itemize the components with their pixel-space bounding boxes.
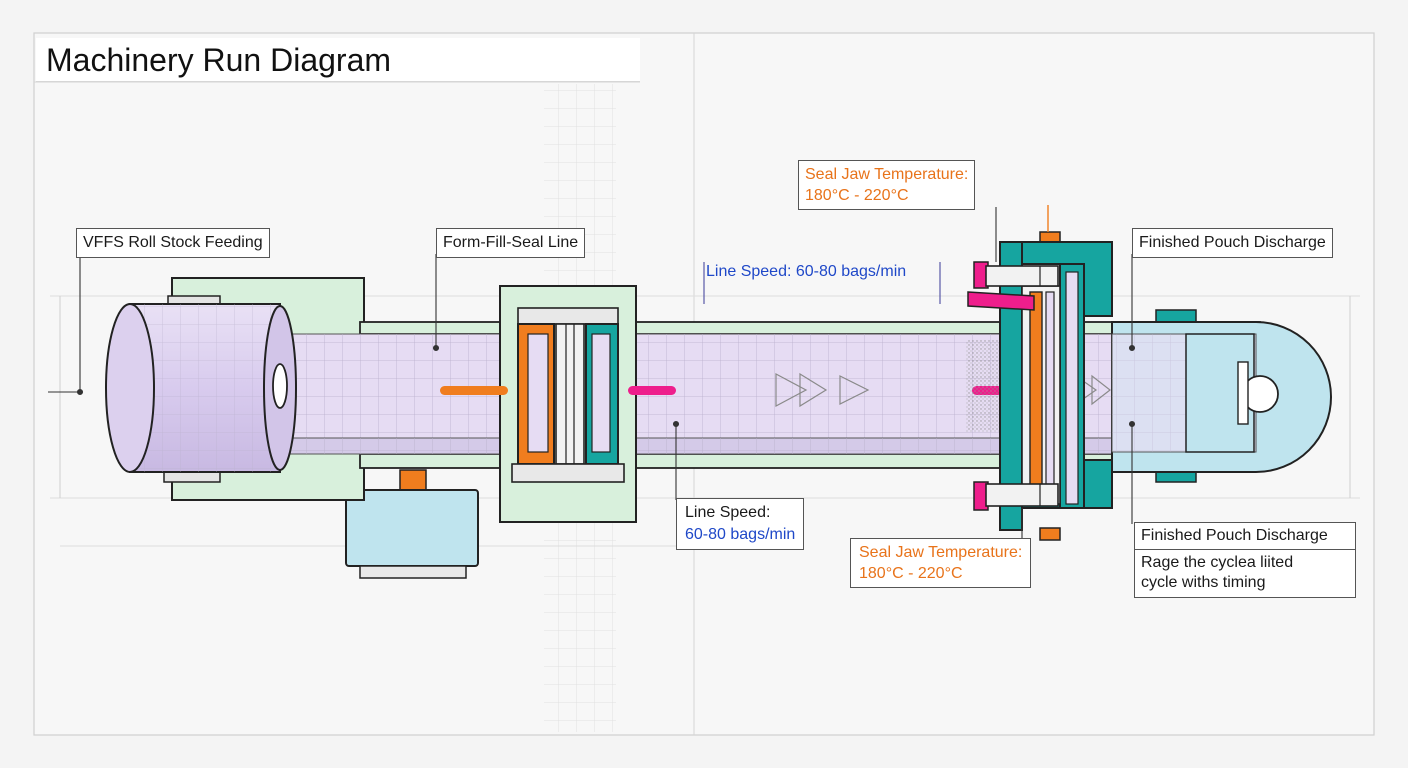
discharge-bottom-line2: cycle withs timing [1141,574,1266,591]
seal-temp-top-title: Seal Jaw Temperature: [805,166,969,183]
film-web [281,333,1243,455]
discharge-end [1111,309,1332,483]
label-seal-jaw-temp-top: Seal Jaw Temperature: 180°C - 220°C [798,160,976,210]
line-speed-bottom-title: Line Speed: [685,504,771,521]
label-line-speed-top: Line Speed: 60-80 bags/min [706,263,907,280]
label-roll-stock-feeding: VFFS Roll Stock Feeding [76,228,270,258]
label-form-fill-seal-line: Form-Fill-Seal Line [436,228,586,258]
seal-temp-bottom-title: Seal Jaw Temperature: [859,544,1023,561]
drive-motor [345,469,479,579]
seal-jaw-station [967,231,1113,541]
page-title: Machinery Run Diagram [36,38,640,82]
label-discharge-top: Finished Pouch Discharge [1132,228,1333,258]
discharge-bottom-title: Finished Pouch Discharge [1135,523,1355,550]
leader-lines [48,205,1136,540]
form-fill-seal-text: Form-Fill-Seal Line [443,234,579,251]
label-discharge-bottom: Finished Pouch Discharge Rage the cyclea… [1134,522,1356,598]
seal-temp-top-value: 180°C - 220°C [805,187,909,204]
discharge-top-text: Finished Pouch Discharge [1139,234,1326,251]
label-line-speed-bottom: Line Speed: 60-80 bags/min [676,498,805,550]
forming-station [499,285,637,523]
discharge-bottom-line1: Rage the cyclea liited [1141,554,1294,571]
line-speed-bottom-value: 60-80 bags/min [685,526,796,543]
label-seal-jaw-temp-bottom: Seal Jaw Temperature: 180°C - 220°C [850,538,1032,588]
seal-temp-bottom-value: 180°C - 220°C [859,565,963,582]
roll-stock-text: VFFS Roll Stock Feeding [83,234,263,251]
film-roll [105,303,297,473]
